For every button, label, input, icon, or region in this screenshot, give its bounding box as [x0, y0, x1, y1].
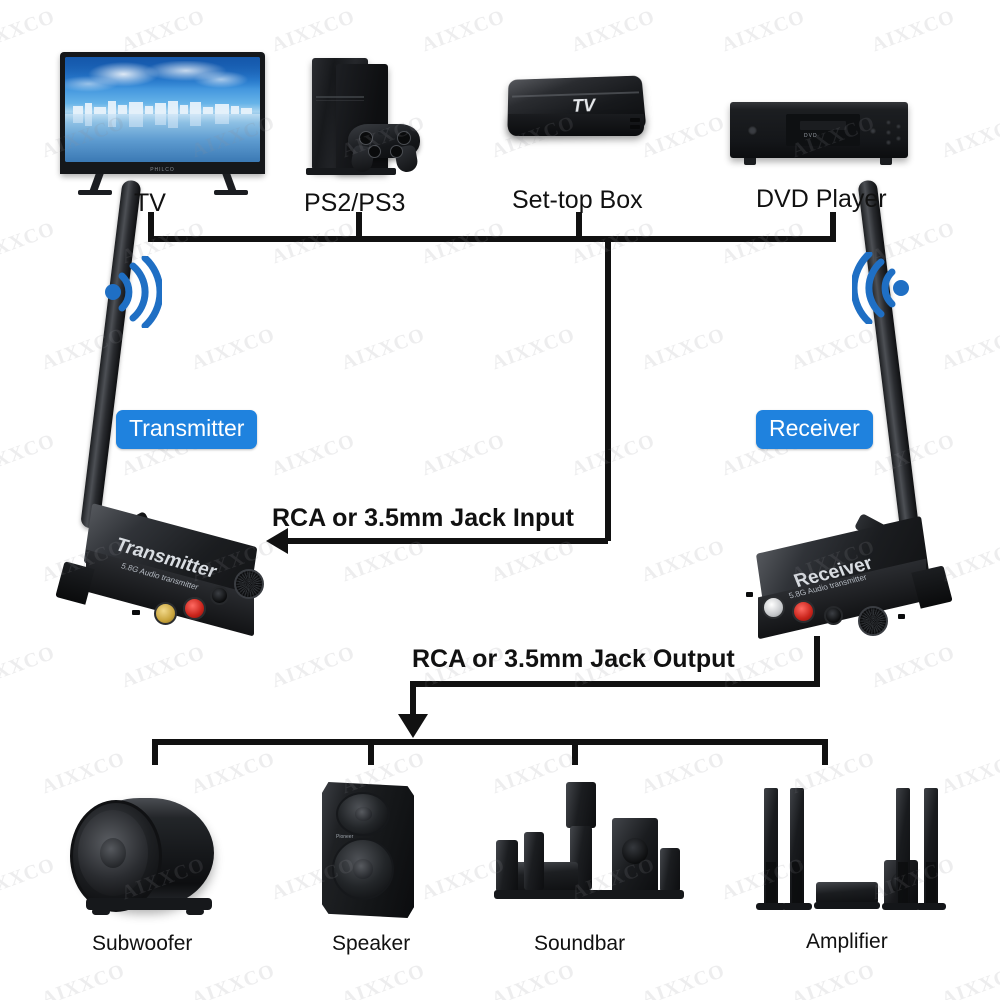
watermark-text: AIXXCO [0, 853, 59, 905]
watermark-text: AIXXCO [0, 5, 59, 57]
label-ps2-ps3: PS2/PS3 [304, 189, 406, 217]
watermark-text: AIXXCO [638, 535, 729, 587]
tv-brand-text: PHILCO [150, 167, 175, 173]
watermark-text: AIXXCO [268, 641, 359, 693]
watermark-text: AIXXCO [268, 5, 359, 57]
label-set-top-box: Set-top Box [512, 186, 643, 214]
watermark-text: AIXXCO [938, 959, 1000, 1000]
watermark-text: AIXXCO [638, 111, 729, 163]
watermark-text: AIXXCO [568, 217, 659, 269]
label-rca-output: RCA or 3.5mm Jack Output [412, 645, 735, 673]
watermark-text: AIXXCO [188, 323, 279, 375]
watermark-text: AIXXCO [268, 429, 359, 481]
watermark-text: AIXXCO [118, 5, 209, 57]
transmitter-antenna [80, 179, 142, 530]
watermark-text: AIXXCO [568, 429, 659, 481]
watermark-text: AIXXCO [938, 111, 1000, 163]
watermark-text: AIXXCO [418, 217, 509, 269]
watermark-text: AIXXCO [938, 323, 1000, 375]
watermark-text: AIXXCO [38, 959, 129, 1000]
watermark-text: AIXXCO [788, 323, 879, 375]
label-tv: TV [134, 189, 166, 217]
watermark-text: AIXXCO [0, 429, 59, 481]
watermark-text: AIXXCO [488, 323, 579, 375]
badge-transmitter: Transmitter [116, 410, 258, 449]
label-speaker: Speaker [332, 932, 411, 955]
watermark-text: AIXXCO [268, 217, 359, 269]
watermark-text: AIXXCO [868, 429, 959, 481]
label-soundbar: Soundbar [534, 932, 626, 955]
watermark-text: AIXXCO [418, 429, 509, 481]
badge-receiver: Receiver [756, 410, 873, 449]
watermark-text: AIXXCO [718, 5, 809, 57]
watermark-text: AIXXCO [418, 5, 509, 57]
label-amplifier: Amplifier [806, 930, 888, 953]
watermark-text: AIXXCO [568, 5, 659, 57]
watermark-text: AIXXCO [118, 641, 209, 693]
watermark-text: AIXXCO [38, 747, 129, 799]
watermark-text: AIXXCO [638, 323, 729, 375]
watermark-text: AIXXCO [0, 217, 59, 269]
watermark-text: AIXXCO [338, 959, 429, 1000]
watermark-text: AIXXCO [0, 641, 59, 693]
watermark-text: AIXXCO [788, 959, 879, 1000]
wifi-signal-icon-receiver [850, 250, 914, 329]
watermark-text: AIXXCO [188, 747, 279, 799]
speaker-brand-text: Pioneer [336, 834, 354, 840]
watermark-text: AIXXCO [488, 747, 579, 799]
watermark-text: AIXXCO [718, 217, 809, 269]
watermark-text: AIXXCO [338, 323, 429, 375]
label-rca-input: RCA or 3.5mm Jack Input [272, 504, 574, 532]
watermark-text: AIXXCO [868, 5, 959, 57]
watermark-text: AIXXCO [638, 959, 729, 1000]
wifi-signal-icon-transmitter [100, 254, 164, 333]
watermark-text: AIXXCO [638, 747, 729, 799]
receiver-antenna [857, 179, 919, 530]
dvd-display-text: DVD [804, 133, 818, 139]
watermark-text: AIXXCO [868, 641, 959, 693]
label-dvd-player: DVD Player [756, 185, 887, 213]
watermark-text: AIXXCO [488, 959, 579, 1000]
watermark-text: AIXXCO [188, 959, 279, 1000]
label-subwoofer: Subwoofer [92, 932, 193, 955]
watermark-text: AIXXCO [938, 747, 1000, 799]
